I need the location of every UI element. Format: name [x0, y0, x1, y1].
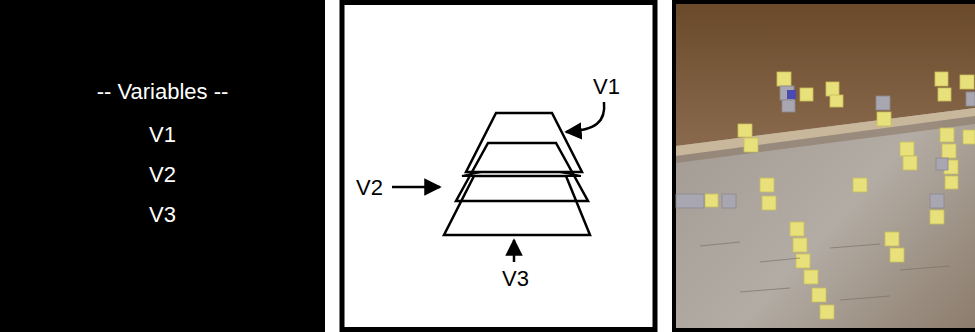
- panel-heading: -- Variables --: [0, 79, 325, 105]
- panel-frame: [342, 3, 655, 330]
- variable-name: V2: [0, 162, 325, 188]
- variables-panel: -- Variables -- V1V2V3: [0, 0, 325, 332]
- layer-label: V3: [502, 268, 529, 290]
- variable-name: V3: [0, 202, 325, 228]
- photo: [672, 0, 975, 332]
- layer-label: V1: [593, 76, 620, 98]
- leader-arrow: [392, 102, 604, 262]
- layer-label: V2: [356, 177, 383, 199]
- variable-name: V1: [0, 122, 325, 148]
